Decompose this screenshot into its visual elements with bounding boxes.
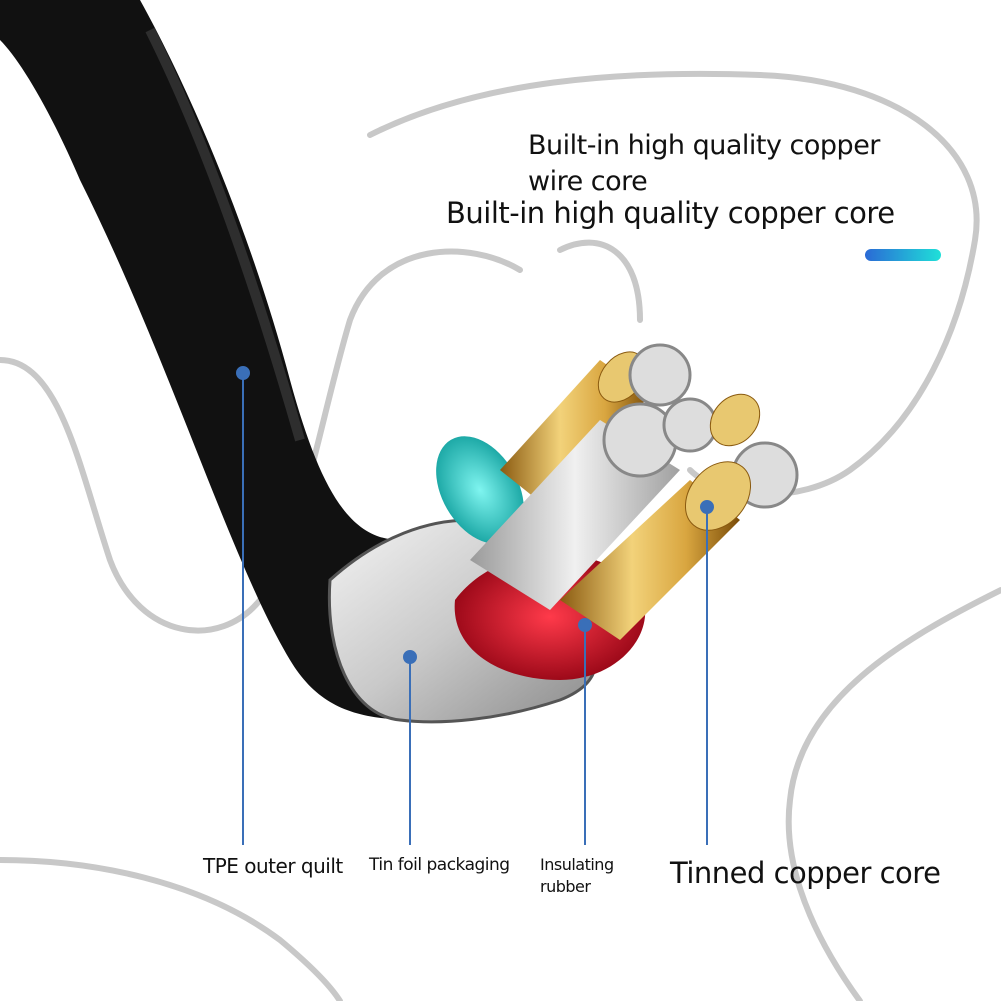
headline-line-1: Built-in high quality copper wire core xyxy=(528,130,880,197)
label-insulating-rubber: Insulating rubber xyxy=(540,855,614,896)
label-tinned-copper-core: Tinned copper core xyxy=(670,856,941,890)
label-tpe-outer-quilt: TPE outer quilt xyxy=(203,854,343,878)
copper-conductors xyxy=(470,343,799,640)
headline-line-2: Built-in high quality copper core xyxy=(446,196,895,230)
tpe-outer-cable xyxy=(0,0,420,720)
label-tin-foil-packaging: Tin foil packaging xyxy=(369,855,510,875)
accent-bar xyxy=(865,249,941,261)
background-wires xyxy=(0,70,1001,1001)
leader-lines xyxy=(236,366,714,845)
